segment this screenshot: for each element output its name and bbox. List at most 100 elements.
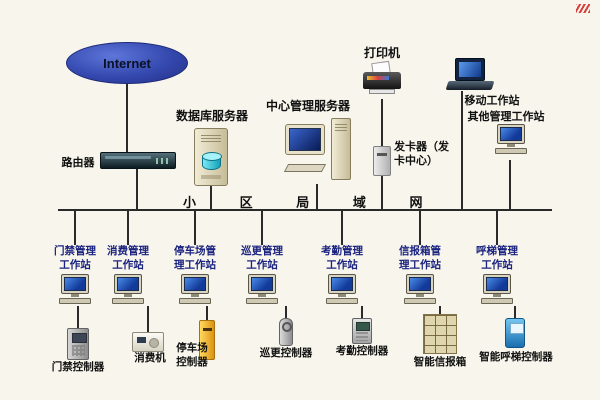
printer-icon xyxy=(362,60,402,100)
ws-label-mailbox: 信报箱管理工作站 xyxy=(399,245,441,271)
connector-internet-router xyxy=(126,84,128,152)
card-issuer-label: 发卡器（发卡中心） xyxy=(394,141,449,168)
connector-centerserver-bus xyxy=(316,184,318,210)
monitor-icon xyxy=(114,274,142,294)
ws-label-access: 门禁管理工作站 xyxy=(54,245,96,271)
server-keyboard-icon xyxy=(283,164,327,172)
connector-bus-ws5 xyxy=(341,211,343,245)
ws-label-attendance: 考勤管理工作站 xyxy=(321,245,363,271)
monitor-icon xyxy=(406,274,434,294)
keyboard-icon xyxy=(179,298,211,304)
workstation-icon-mailbox xyxy=(402,274,438,310)
laptop-base-icon xyxy=(445,81,495,90)
elevator-controller-icon xyxy=(505,318,525,348)
keyboard-icon xyxy=(246,298,278,304)
connector-bus-ws2 xyxy=(127,211,129,245)
connector-ws4-device xyxy=(285,306,287,318)
connector-ws1-device xyxy=(77,306,79,330)
ws-label-parking: 停车场管理工作站 xyxy=(174,245,216,271)
connector-otherws-bus xyxy=(509,160,511,210)
monitor-stand-icon xyxy=(416,294,424,297)
monitor-stand-icon xyxy=(507,144,515,147)
database-server-label: 数据库服务器 xyxy=(175,109,248,123)
access-controller-icon xyxy=(67,328,89,360)
connector-router-bus xyxy=(136,169,138,210)
other-workstation-icon xyxy=(493,124,529,160)
other-workstation-label: 其他管理工作站 xyxy=(467,111,545,123)
connector-bus-ws1 xyxy=(74,211,76,245)
lan-bus-line xyxy=(58,209,552,211)
monitor-icon xyxy=(497,124,525,144)
connector-bus-ws3 xyxy=(194,211,196,245)
device-label-parking: 停车场控制器 xyxy=(176,342,208,368)
internet-label: Internet xyxy=(103,55,151,71)
connector-bus-ws6 xyxy=(419,211,421,245)
connector-dbserver-bus xyxy=(210,186,212,210)
keyboard-icon xyxy=(495,148,527,154)
keyboard-icon xyxy=(481,298,513,304)
connector-laptop-bus xyxy=(461,91,463,210)
monitor-icon xyxy=(483,274,511,294)
monitor-stand-icon xyxy=(71,294,79,297)
monitor-stand-icon xyxy=(124,294,132,297)
connector-ws2-device xyxy=(147,306,149,332)
monitor-stand-icon xyxy=(493,294,501,297)
router-icon xyxy=(100,152,176,169)
workstation-icon-consume xyxy=(110,274,146,310)
printer-tray-icon xyxy=(369,89,395,94)
server-monitor-icon xyxy=(285,124,325,155)
keyboard-icon xyxy=(326,298,358,304)
central-server-icon xyxy=(283,116,351,184)
monitor-icon xyxy=(328,274,356,294)
parking-controller-icon xyxy=(199,320,215,360)
printer-label: 打印机 xyxy=(363,46,400,60)
device-label-mailbox: 智能信报箱 xyxy=(413,356,467,368)
keyboard-icon xyxy=(59,298,91,304)
laptop-screen-icon xyxy=(455,58,485,81)
workstation-icon-parking xyxy=(177,274,213,310)
workstation-icon-patrol xyxy=(244,274,280,310)
attendance-controller-icon xyxy=(352,318,372,344)
watermark-mark xyxy=(576,4,590,13)
printer-color-band xyxy=(367,76,389,80)
lan-label: 小 区 局 域 网 xyxy=(183,195,443,210)
monitor-stand-icon xyxy=(191,294,199,297)
workstation-icon-access xyxy=(57,274,93,310)
database-cylinder-icon xyxy=(202,152,222,170)
device-label-elevator: 智能呼梯控制器 xyxy=(479,351,553,363)
keyboard-icon xyxy=(404,298,436,304)
database-server-icon xyxy=(194,128,228,186)
workstation-icon-attendance xyxy=(324,274,360,310)
device-label-attendance: 考勤控制器 xyxy=(335,345,389,357)
router-label: 路由器 xyxy=(61,157,95,169)
monitor-icon xyxy=(61,274,89,294)
patrol-controller-icon xyxy=(279,318,293,346)
printer-body-icon xyxy=(363,72,401,89)
monitor-stand-icon xyxy=(338,294,346,297)
card-issuer-icon xyxy=(373,146,391,176)
monitor-icon xyxy=(181,274,209,294)
ws-label-patrol: 巡更管理工作站 xyxy=(241,245,283,271)
connector-bus-ws7 xyxy=(496,211,498,245)
ws-label-elevator: 呼梯管理工作站 xyxy=(476,245,518,271)
ws-label-consume: 消费管理工作站 xyxy=(107,245,149,271)
connector-ws6-device xyxy=(439,306,441,314)
connector-bus-ws4 xyxy=(261,211,263,245)
pos-machine-icon xyxy=(132,332,164,352)
monitor-icon xyxy=(248,274,276,294)
laptop-icon xyxy=(445,58,495,92)
mailbox-icon xyxy=(423,314,457,354)
center-server-label: 中心管理服务器 xyxy=(265,99,350,113)
device-label-patrol: 巡更控制器 xyxy=(259,347,313,359)
server-tower-icon xyxy=(331,118,351,180)
connector-ws3-device xyxy=(206,306,208,320)
mobile-workstation-label: 移动工作站 xyxy=(464,95,520,107)
connector-ws7-device xyxy=(514,306,516,318)
internet-cloud: Internet xyxy=(66,42,188,84)
device-label-access: 门禁控制器 xyxy=(51,361,105,373)
device-label-consume: 消费机 xyxy=(134,352,166,364)
keyboard-icon xyxy=(112,298,144,304)
connector-ws5-device xyxy=(361,306,363,318)
workstation-icon-elevator xyxy=(479,274,515,310)
